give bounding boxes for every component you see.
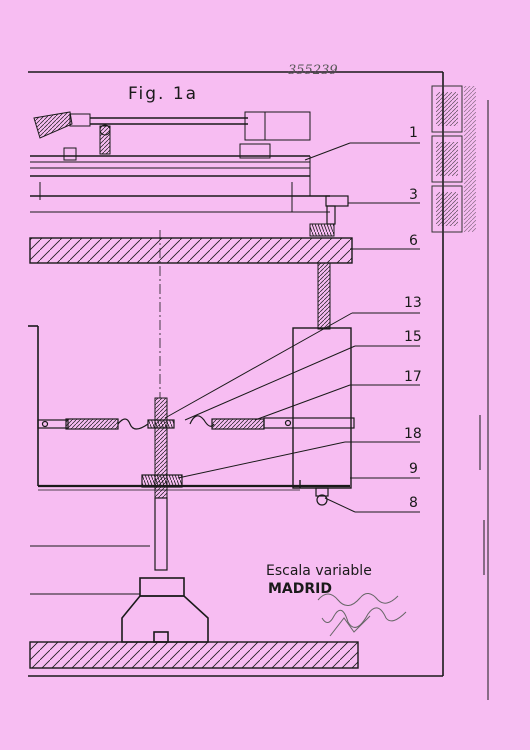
figure-title: Fig. 1a [128,84,198,104]
spring [309,223,335,237]
callout-leaders [164,142,420,513]
sheet-frame [28,71,444,677]
callout-15: 15 [404,329,422,345]
tone-arm-assembly [30,111,330,213]
revenue-stamp-icon [431,85,476,233]
link-bar [37,415,355,430]
caption-line2: MADRID [268,581,332,597]
base-block [121,577,209,643]
floor [29,641,359,669]
margin-marks [479,100,489,700]
bracket-3 [325,195,349,225]
callout-17: 17 [404,369,422,385]
table-6 [29,237,353,264]
spindle [154,397,168,571]
signature-icon [317,593,407,637]
callout-9: 9 [409,461,418,477]
screw-8 [315,487,329,506]
callout-18: 18 [404,426,422,442]
left-leaders [30,545,150,595]
caption-line1: Escala variable [266,563,372,579]
platen [38,484,350,491]
callout-3: 3 [409,187,418,203]
sheet-number: 355239 [288,63,338,78]
callout-13: 13 [404,295,422,311]
callout-1: 1 [409,125,418,141]
callout-6: 6 [409,233,418,249]
left-frame [28,325,39,486]
threaded-rod [317,262,331,330]
callout-8: 8 [409,495,418,511]
